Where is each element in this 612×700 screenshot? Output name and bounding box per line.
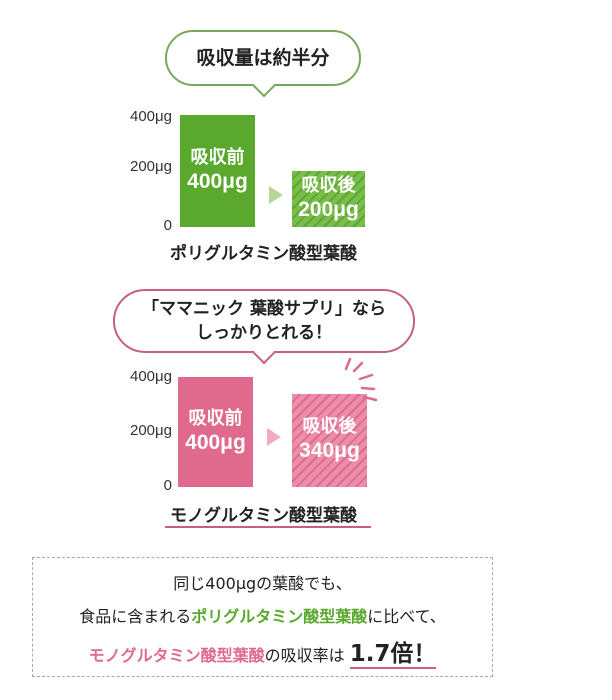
note-line2: 食品に含まれるポリグルタミン酸型葉酸に比べて、 [33,603,492,627]
chart2-ytick-0: 0 [163,477,172,494]
bar-value-label: 400μg [185,431,246,454]
chart2-arrow-icon [267,428,281,446]
summary-note-box: 同じ400μgの葉酸でも、 食品に含まれるポリグルタミン酸型葉酸に比べて、 モノ… [32,557,493,677]
chart1-arrow-icon [269,186,283,204]
note-highlight-pink: モノグルタミン酸型葉酸 [88,646,265,665]
chart1-xlabel: ポリグルタミン酸型葉酸 [170,244,357,264]
chart2-title-line1: 「ママニック 葉酸サプリ」なら [142,299,386,319]
chart2-ytick-400: 400μg [129,368,172,385]
chart1-ytick-0: 0 [163,217,172,234]
bar-value-label: 200μg [298,198,359,221]
note-text: の吸収率は [264,646,345,665]
note-emphasis: 1.7倍！ [349,641,437,669]
bar-value-label: 400μg [187,170,248,193]
bar-category-label: 吸収前 [190,147,245,168]
chart1-bar-after: 吸収後 200μg [292,171,365,227]
sparkle-icon [344,357,378,402]
chart2-bar-before: 吸収前 400μg [178,377,253,487]
chart1-ytick-200: 200μg [129,158,172,175]
bar-category-label: 吸収前 [188,408,243,429]
note-line3: モノグルタミン酸型葉酸の吸収率は 1.7倍！ [33,634,492,669]
chart1-title: 吸収量は約半分 [196,47,330,69]
chart2-xlabel: モノグルタミン酸型葉酸 [170,506,357,526]
bar-value-label: 340μg [299,439,360,463]
bar-category-label: 吸収後 [301,175,356,196]
chart2-xlabel-underline [165,526,371,528]
bar-category-label: 吸収後 [302,416,357,438]
chart1-ytick-400: 400μg [129,108,172,125]
chart2-ytick-200: 200μg [129,422,172,439]
chart2-title-line2: しっかりとれる！ [196,323,332,343]
chart2-bar-after: 吸収後 340μg [292,393,367,487]
note-text: に比べて、 [367,607,446,626]
chart1-bar-before: 吸収前 400μg [180,115,255,227]
note-line1: 同じ400μgの葉酸でも、 [173,574,352,593]
note-highlight-green: ポリグルタミン酸型葉酸 [191,607,368,626]
note-text: 食品に含まれる [79,607,192,626]
